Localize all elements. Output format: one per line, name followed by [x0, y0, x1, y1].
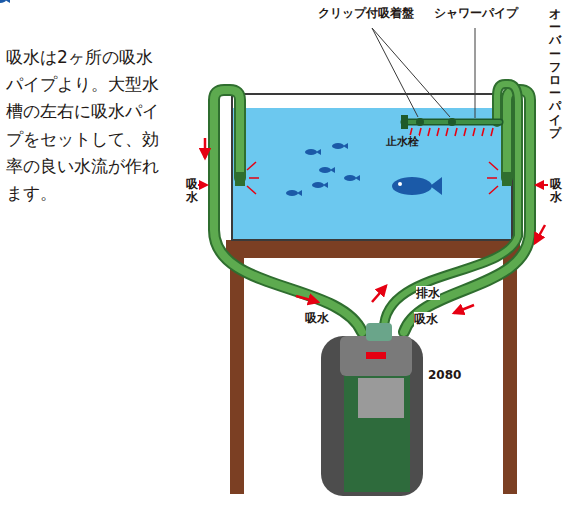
part-label: クリップ付吸着盤 — [318, 6, 414, 20]
suction-cup — [448, 118, 456, 126]
canister-filter — [321, 323, 423, 496]
flow-arrow — [536, 184, 548, 186]
flow-arrow — [205, 138, 545, 313]
strainer — [502, 172, 512, 186]
note-text: 吸水は2ヶ所の吸水パイプより。大型水槽の左右に吸水パイプをセットして、効率の良い… — [6, 44, 168, 207]
model-number: 2080 — [428, 368, 461, 382]
stand-leg — [503, 258, 517, 494]
stop-valve — [401, 115, 408, 129]
intake-flow — [247, 162, 498, 194]
flow-label: 吸水 — [550, 178, 562, 204]
tank-water — [232, 108, 512, 240]
flow-label: 吸水 — [305, 311, 329, 325]
flow-label: 排水 — [416, 286, 440, 300]
strainer — [235, 172, 245, 186]
leader-lines — [372, 28, 475, 118]
stand-top — [226, 240, 520, 258]
part-label: オーバーフローパイプ — [549, 8, 561, 140]
part-label: 止水栓 — [386, 135, 419, 148]
suction-cup — [416, 118, 424, 126]
small-fish — [286, 143, 360, 196]
shower-spray — [410, 128, 493, 136]
stand-leg — [230, 258, 244, 494]
flow-label: 吸水 — [414, 312, 438, 326]
tank-glass — [232, 94, 512, 240]
flow-label: 吸水 — [186, 178, 198, 204]
pipes — [214, 84, 530, 332]
part-label: シャワーパイプ — [434, 6, 518, 20]
